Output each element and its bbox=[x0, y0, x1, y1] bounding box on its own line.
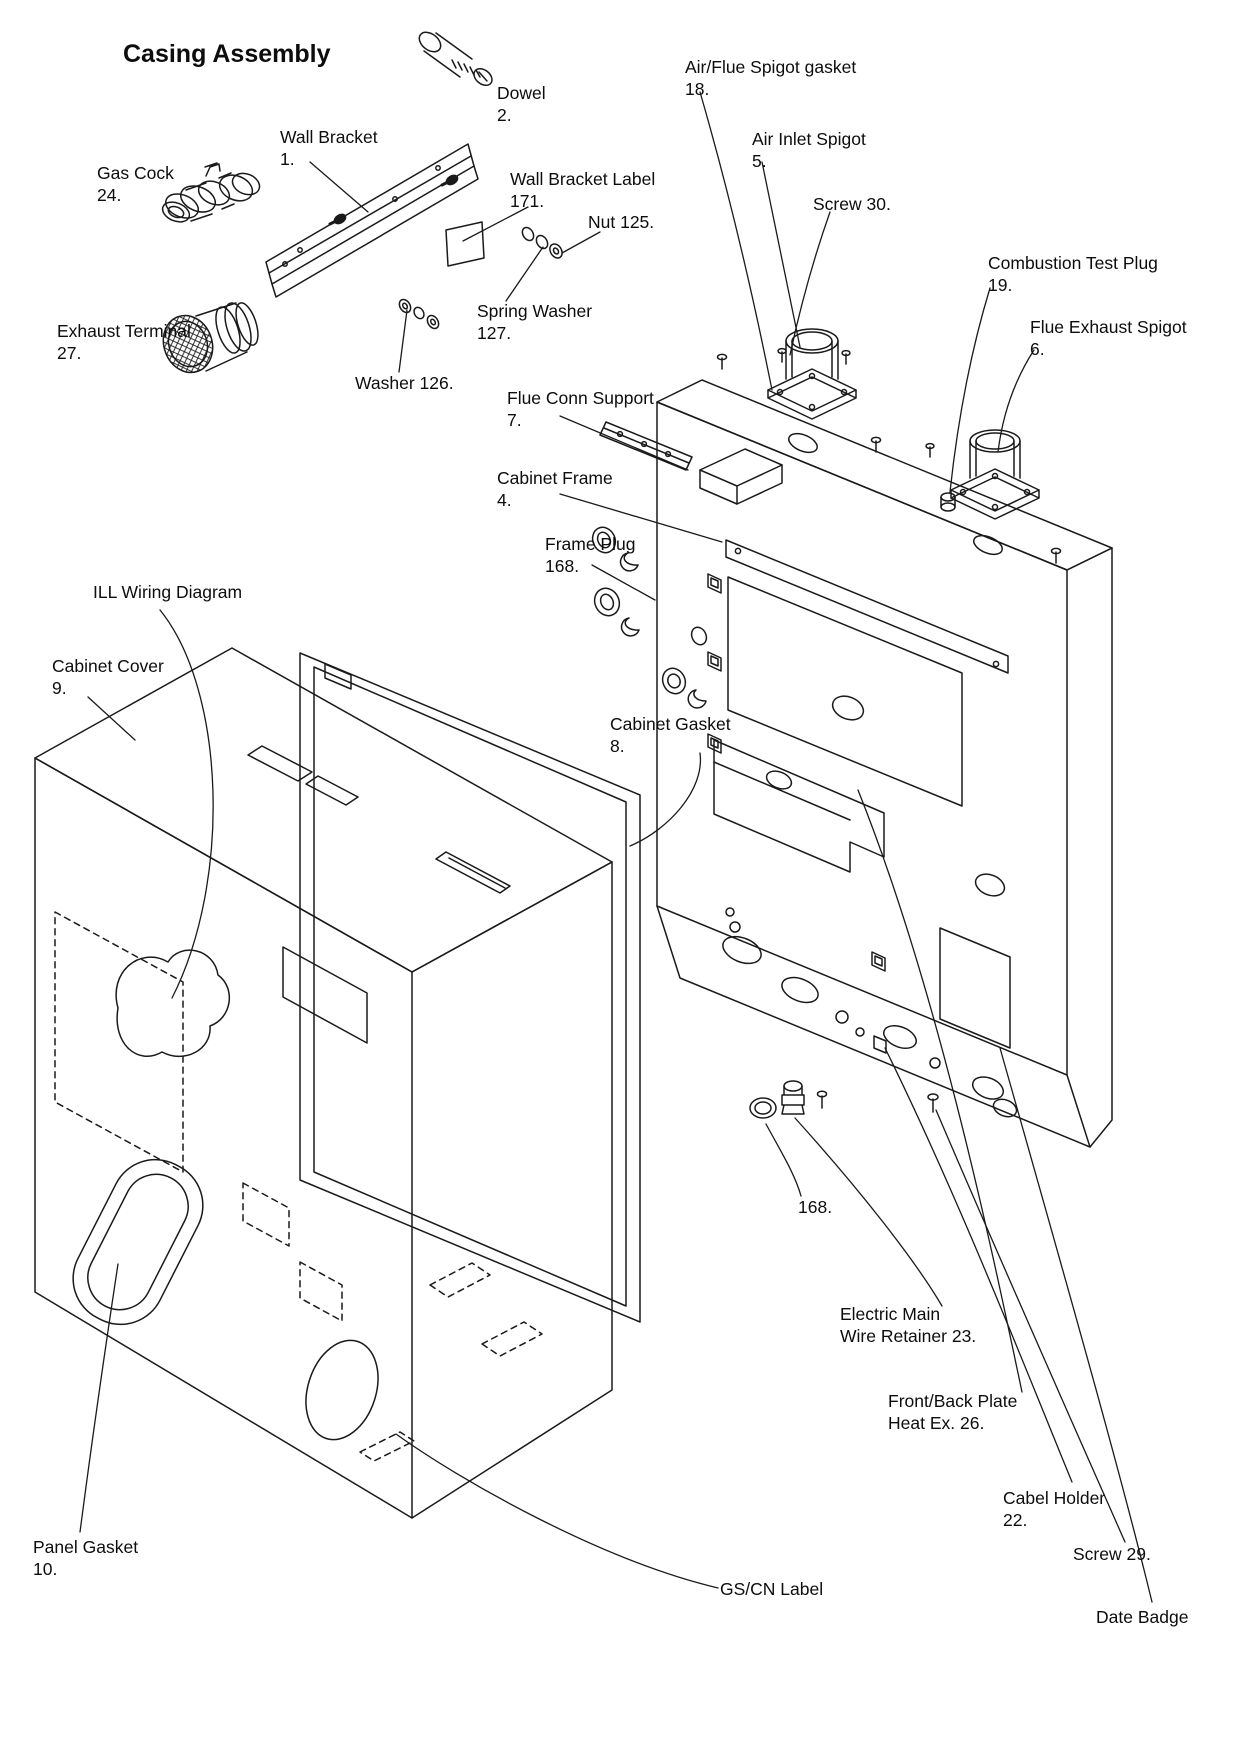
label-ill-wiring-diagram: ILL Wiring Diagram bbox=[93, 582, 243, 602]
combustion-test-plug-drawing bbox=[940, 492, 956, 512]
air-inlet-spigot-drawing bbox=[767, 328, 857, 420]
panel-gasket-ring bbox=[72, 1158, 204, 1326]
cabinet-cover-drawing bbox=[34, 647, 613, 1519]
wall-bracket-label-plaque bbox=[445, 221, 485, 267]
label-screw-30: Screw 30. bbox=[813, 194, 891, 214]
wire-retainer-drawing bbox=[749, 1080, 828, 1119]
page-title: Casing Assembly bbox=[123, 40, 331, 68]
fastener-group-drawing bbox=[398, 226, 563, 330]
frame-plug-drawing bbox=[591, 526, 708, 709]
cabinet-frame-bracket-drawing bbox=[699, 448, 783, 505]
label-screw-29: Screw 29. bbox=[1073, 1544, 1151, 1564]
heat-exchanger-plate bbox=[727, 576, 963, 807]
date-badge-plate bbox=[939, 927, 1011, 1049]
label-nut-125: Nut 125. bbox=[588, 212, 655, 232]
casing-drawing bbox=[656, 328, 1113, 1148]
cabinet-gasket-drawing bbox=[299, 652, 641, 1323]
casing-screws bbox=[716, 347, 1062, 1113]
casing-bottom-holes bbox=[722, 907, 1018, 1118]
leader-lines bbox=[79, 91, 1153, 1603]
label-ref-168: 168. bbox=[798, 1197, 833, 1217]
flue-exhaust-spigot-drawing bbox=[950, 429, 1040, 520]
dowel-drawing bbox=[418, 31, 493, 87]
label-date-badge: Date Badge bbox=[1096, 1607, 1189, 1627]
label-gscn: GS/CN Label bbox=[720, 1579, 824, 1599]
wiring-diagram-blob bbox=[115, 949, 231, 1058]
exhaust-terminal-drawing bbox=[162, 302, 259, 374]
flue-conn-support-drawing bbox=[599, 421, 693, 471]
gas-cock-drawing bbox=[161, 162, 261, 223]
wall-bracket-drawing bbox=[265, 143, 485, 298]
label-washer-126: Washer 126. bbox=[355, 373, 454, 393]
